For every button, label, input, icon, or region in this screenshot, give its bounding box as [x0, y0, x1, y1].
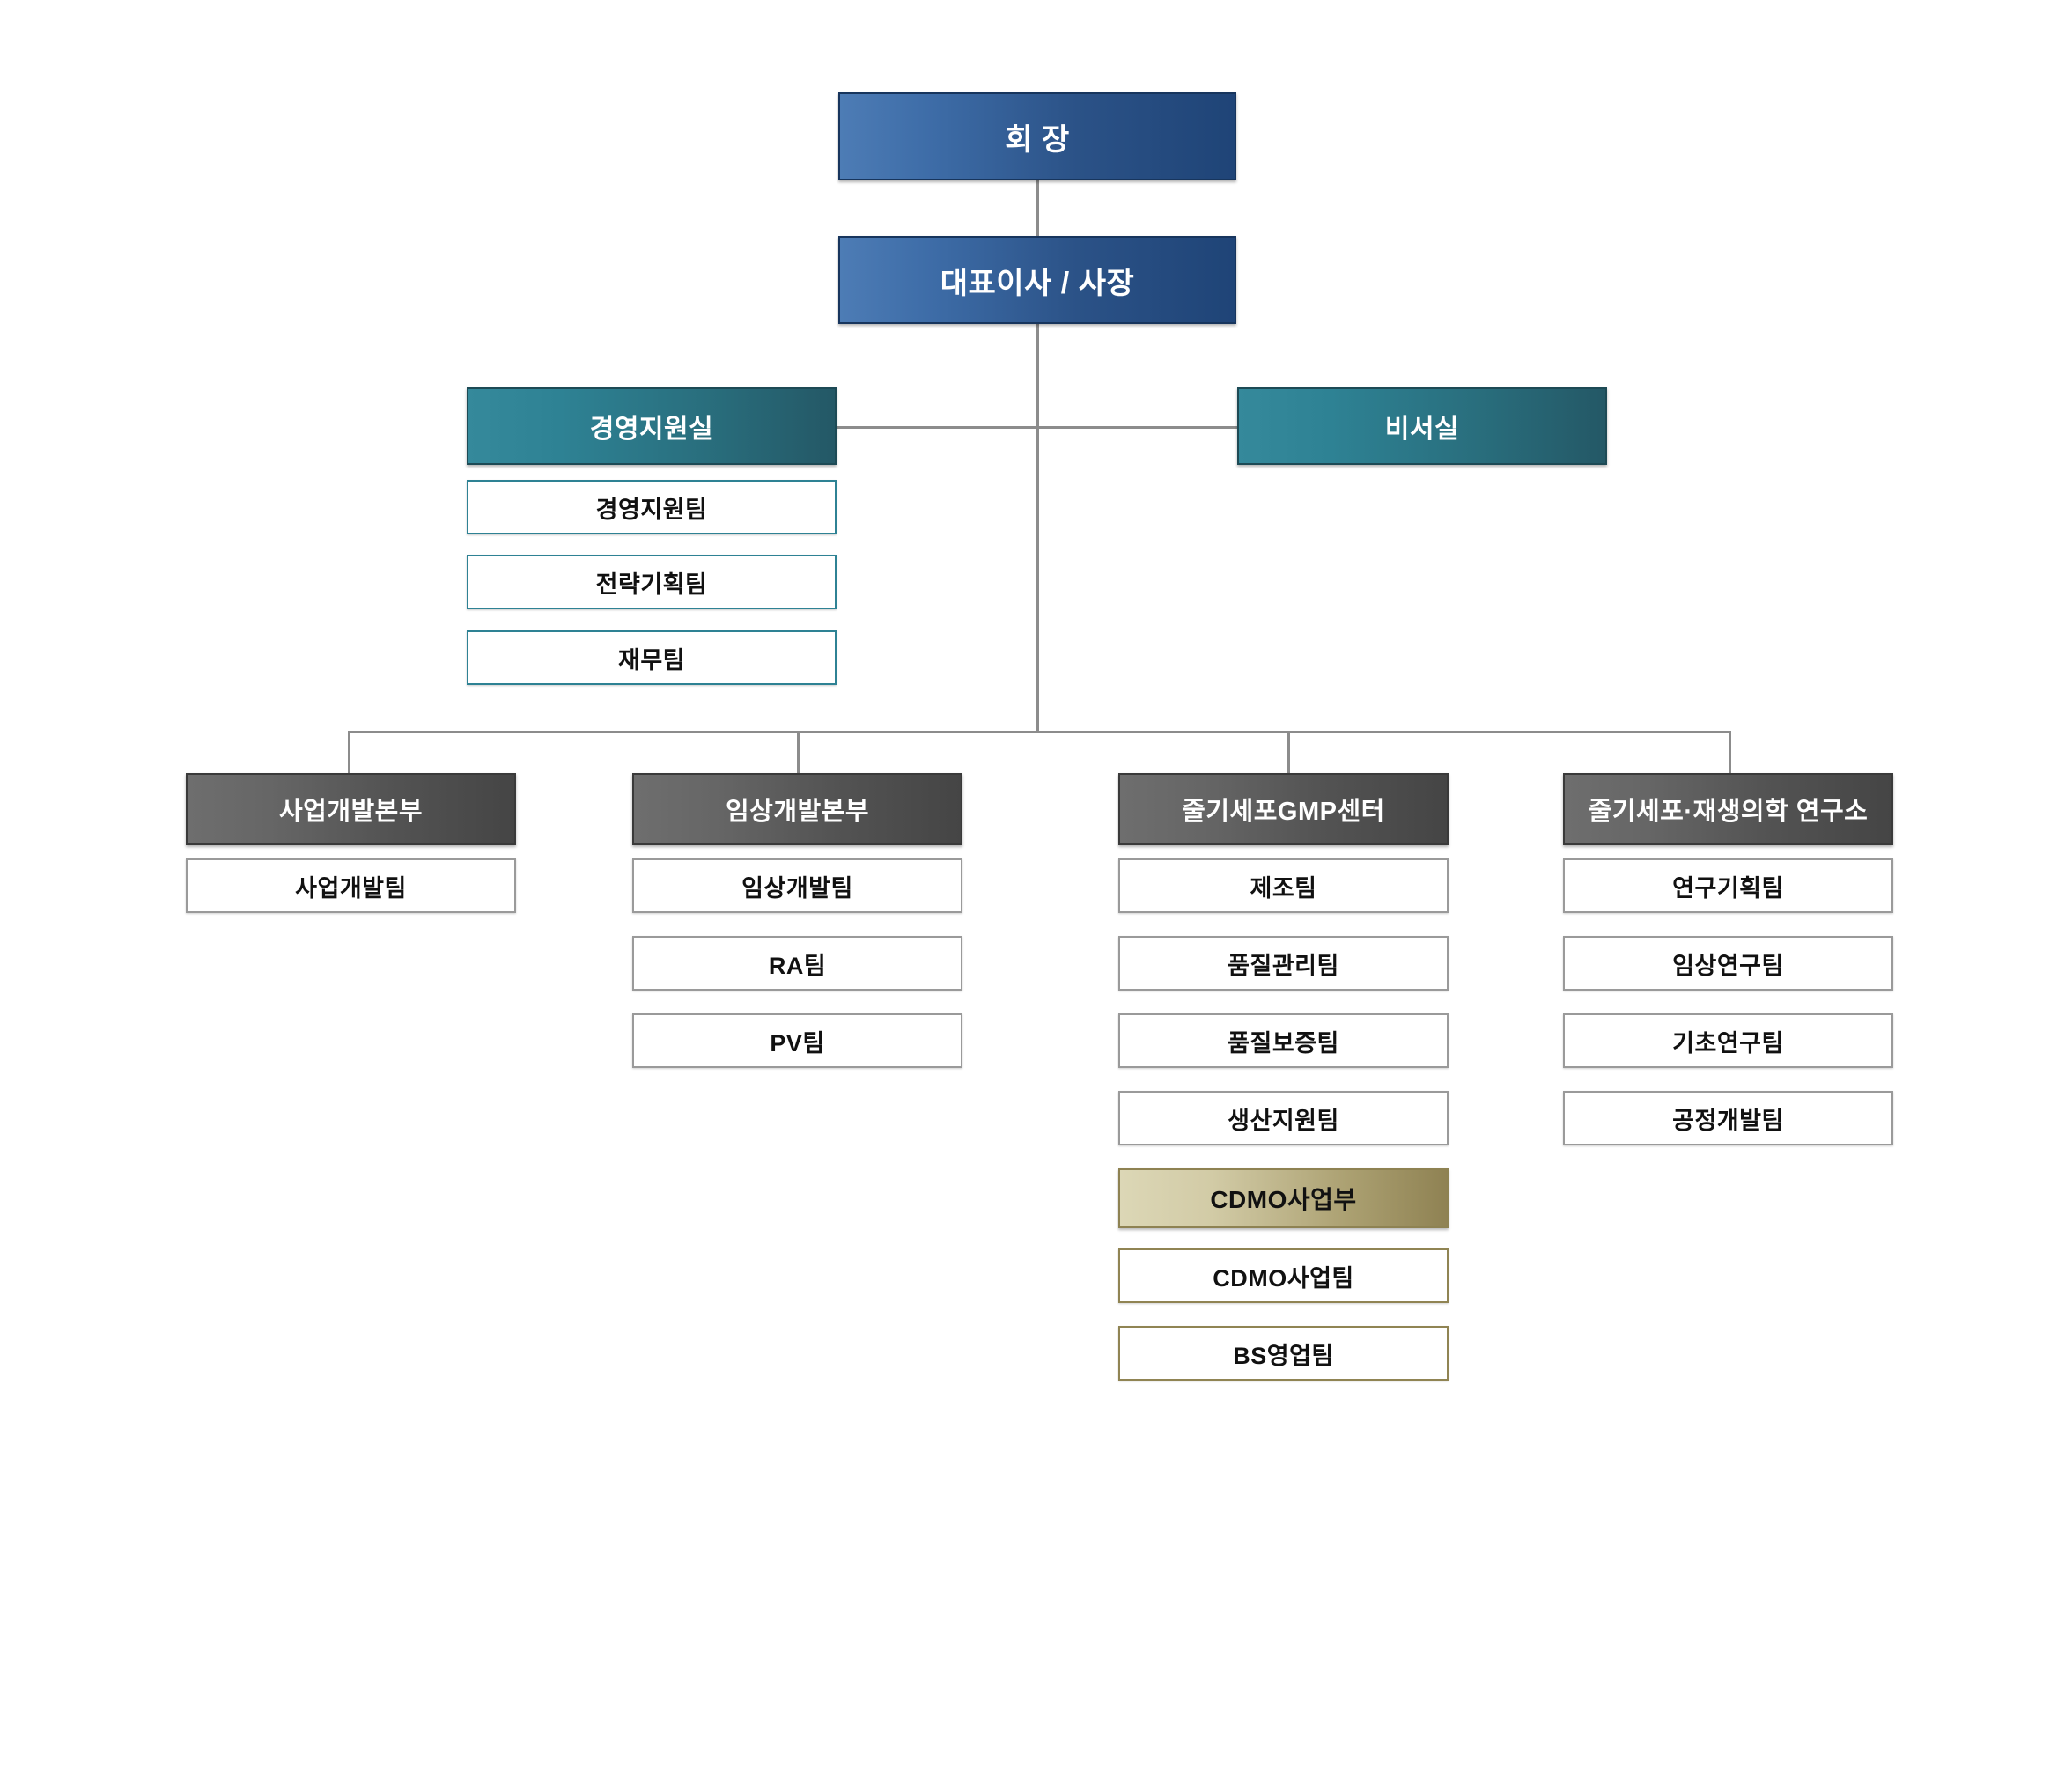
- node-ra-team[interactable]: RA팀: [632, 936, 962, 991]
- node-clinical-development-division-label: 임상개발본부: [725, 798, 870, 826]
- node-basic-research-team-label: 기초연구팀: [1672, 1029, 1784, 1057]
- connector-drop-clinical-development: [797, 731, 800, 773]
- node-secretariat[interactable]: 비서실: [1237, 387, 1607, 465]
- connector-ceo-trunk: [1036, 324, 1039, 731]
- node-manufacturing-team-label: 제조팀: [1250, 874, 1317, 902]
- node-pv-team[interactable]: PV팀: [632, 1013, 962, 1068]
- node-ra-team-label: RA팀: [768, 952, 827, 979]
- connector-drop-business-development: [348, 731, 350, 773]
- node-ceo-label: 대표이사 / 사장: [940, 266, 1135, 300]
- node-finance-team-label: 재무팀: [617, 646, 686, 674]
- node-clinical-development-team[interactable]: 임상개발팀: [632, 858, 962, 913]
- node-cdmo-business-team-label: CDMO사업팀: [1213, 1264, 1354, 1292]
- node-chairman-label: 회 장: [1005, 122, 1070, 157]
- node-management-support-office[interactable]: 경영지원실: [467, 387, 837, 465]
- node-ceo[interactable]: 대표이사 / 사장: [838, 236, 1236, 324]
- node-clinical-research-team-label: 임상연구팀: [1672, 952, 1784, 979]
- node-business-development-team-label: 사업개발팀: [295, 874, 407, 902]
- node-chairman[interactable]: 회 장: [838, 92, 1236, 180]
- node-clinical-research-team[interactable]: 임상연구팀: [1563, 936, 1893, 991]
- connector-staff-horizontal: [837, 426, 1237, 429]
- node-business-development-division-label: 사업개발본부: [278, 798, 424, 826]
- node-strategy-planning-team-label: 전략기획팀: [595, 571, 708, 598]
- node-clinical-development-division[interactable]: 임상개발본부: [632, 773, 962, 845]
- node-production-support-team-label: 생산지원팀: [1228, 1107, 1339, 1134]
- node-cdmo-business-unit-label: CDMO사업부: [1210, 1186, 1357, 1213]
- node-stem-cell-gmp-center-label: 줄기세포GMP센터: [1182, 798, 1385, 826]
- node-pv-team-label: PV팀: [770, 1029, 825, 1057]
- node-finance-team[interactable]: 재무팀: [467, 630, 837, 685]
- node-research-planning-team-label: 연구기획팀: [1672, 874, 1784, 902]
- node-quality-control-team[interactable]: 품질관리팀: [1118, 936, 1449, 991]
- node-quality-control-team-label: 품질관리팀: [1228, 952, 1339, 979]
- connector-drop-gmp-center: [1287, 731, 1290, 773]
- connector-drop-research-institute: [1729, 731, 1731, 773]
- node-stem-cell-regenerative-medicine-institute[interactable]: 줄기세포·재생의학 연구소: [1563, 773, 1893, 845]
- node-research-planning-team[interactable]: 연구기획팀: [1563, 858, 1893, 913]
- node-management-support-office-label: 경영지원실: [589, 415, 714, 444]
- node-quality-assurance-team[interactable]: 품질보증팀: [1118, 1013, 1449, 1068]
- node-basic-research-team[interactable]: 기초연구팀: [1563, 1013, 1893, 1068]
- node-cdmo-business-unit[interactable]: CDMO사업부: [1118, 1168, 1449, 1228]
- node-clinical-development-team-label: 임상개발팀: [741, 874, 853, 902]
- node-cdmo-business-team[interactable]: CDMO사업팀: [1118, 1248, 1449, 1303]
- node-production-support-team[interactable]: 생산지원팀: [1118, 1091, 1449, 1145]
- node-stem-cell-gmp-center[interactable]: 줄기세포GMP센터: [1118, 773, 1449, 845]
- node-business-development-division[interactable]: 사업개발본부: [186, 773, 516, 845]
- connector-chairman-to-ceo: [1036, 180, 1039, 236]
- node-bs-sales-team-label: BS영업팀: [1233, 1342, 1334, 1369]
- node-process-development-team[interactable]: 공정개발팀: [1563, 1091, 1893, 1145]
- node-management-support-team-label: 경영지원팀: [595, 496, 708, 523]
- node-management-support-team[interactable]: 경영지원팀: [467, 480, 837, 534]
- node-strategy-planning-team[interactable]: 전략기획팀: [467, 555, 837, 609]
- node-business-development-team[interactable]: 사업개발팀: [186, 858, 516, 913]
- connector-division-bus: [348, 731, 1730, 733]
- node-stem-cell-regenerative-medicine-institute-label: 줄기세포·재생의학 연구소: [1588, 798, 1869, 826]
- node-bs-sales-team[interactable]: BS영업팀: [1118, 1326, 1449, 1381]
- node-quality-assurance-team-label: 품질보증팀: [1228, 1029, 1339, 1057]
- node-secretariat-label: 비서실: [1384, 415, 1460, 444]
- node-manufacturing-team[interactable]: 제조팀: [1118, 858, 1449, 913]
- node-process-development-team-label: 공정개발팀: [1672, 1107, 1784, 1134]
